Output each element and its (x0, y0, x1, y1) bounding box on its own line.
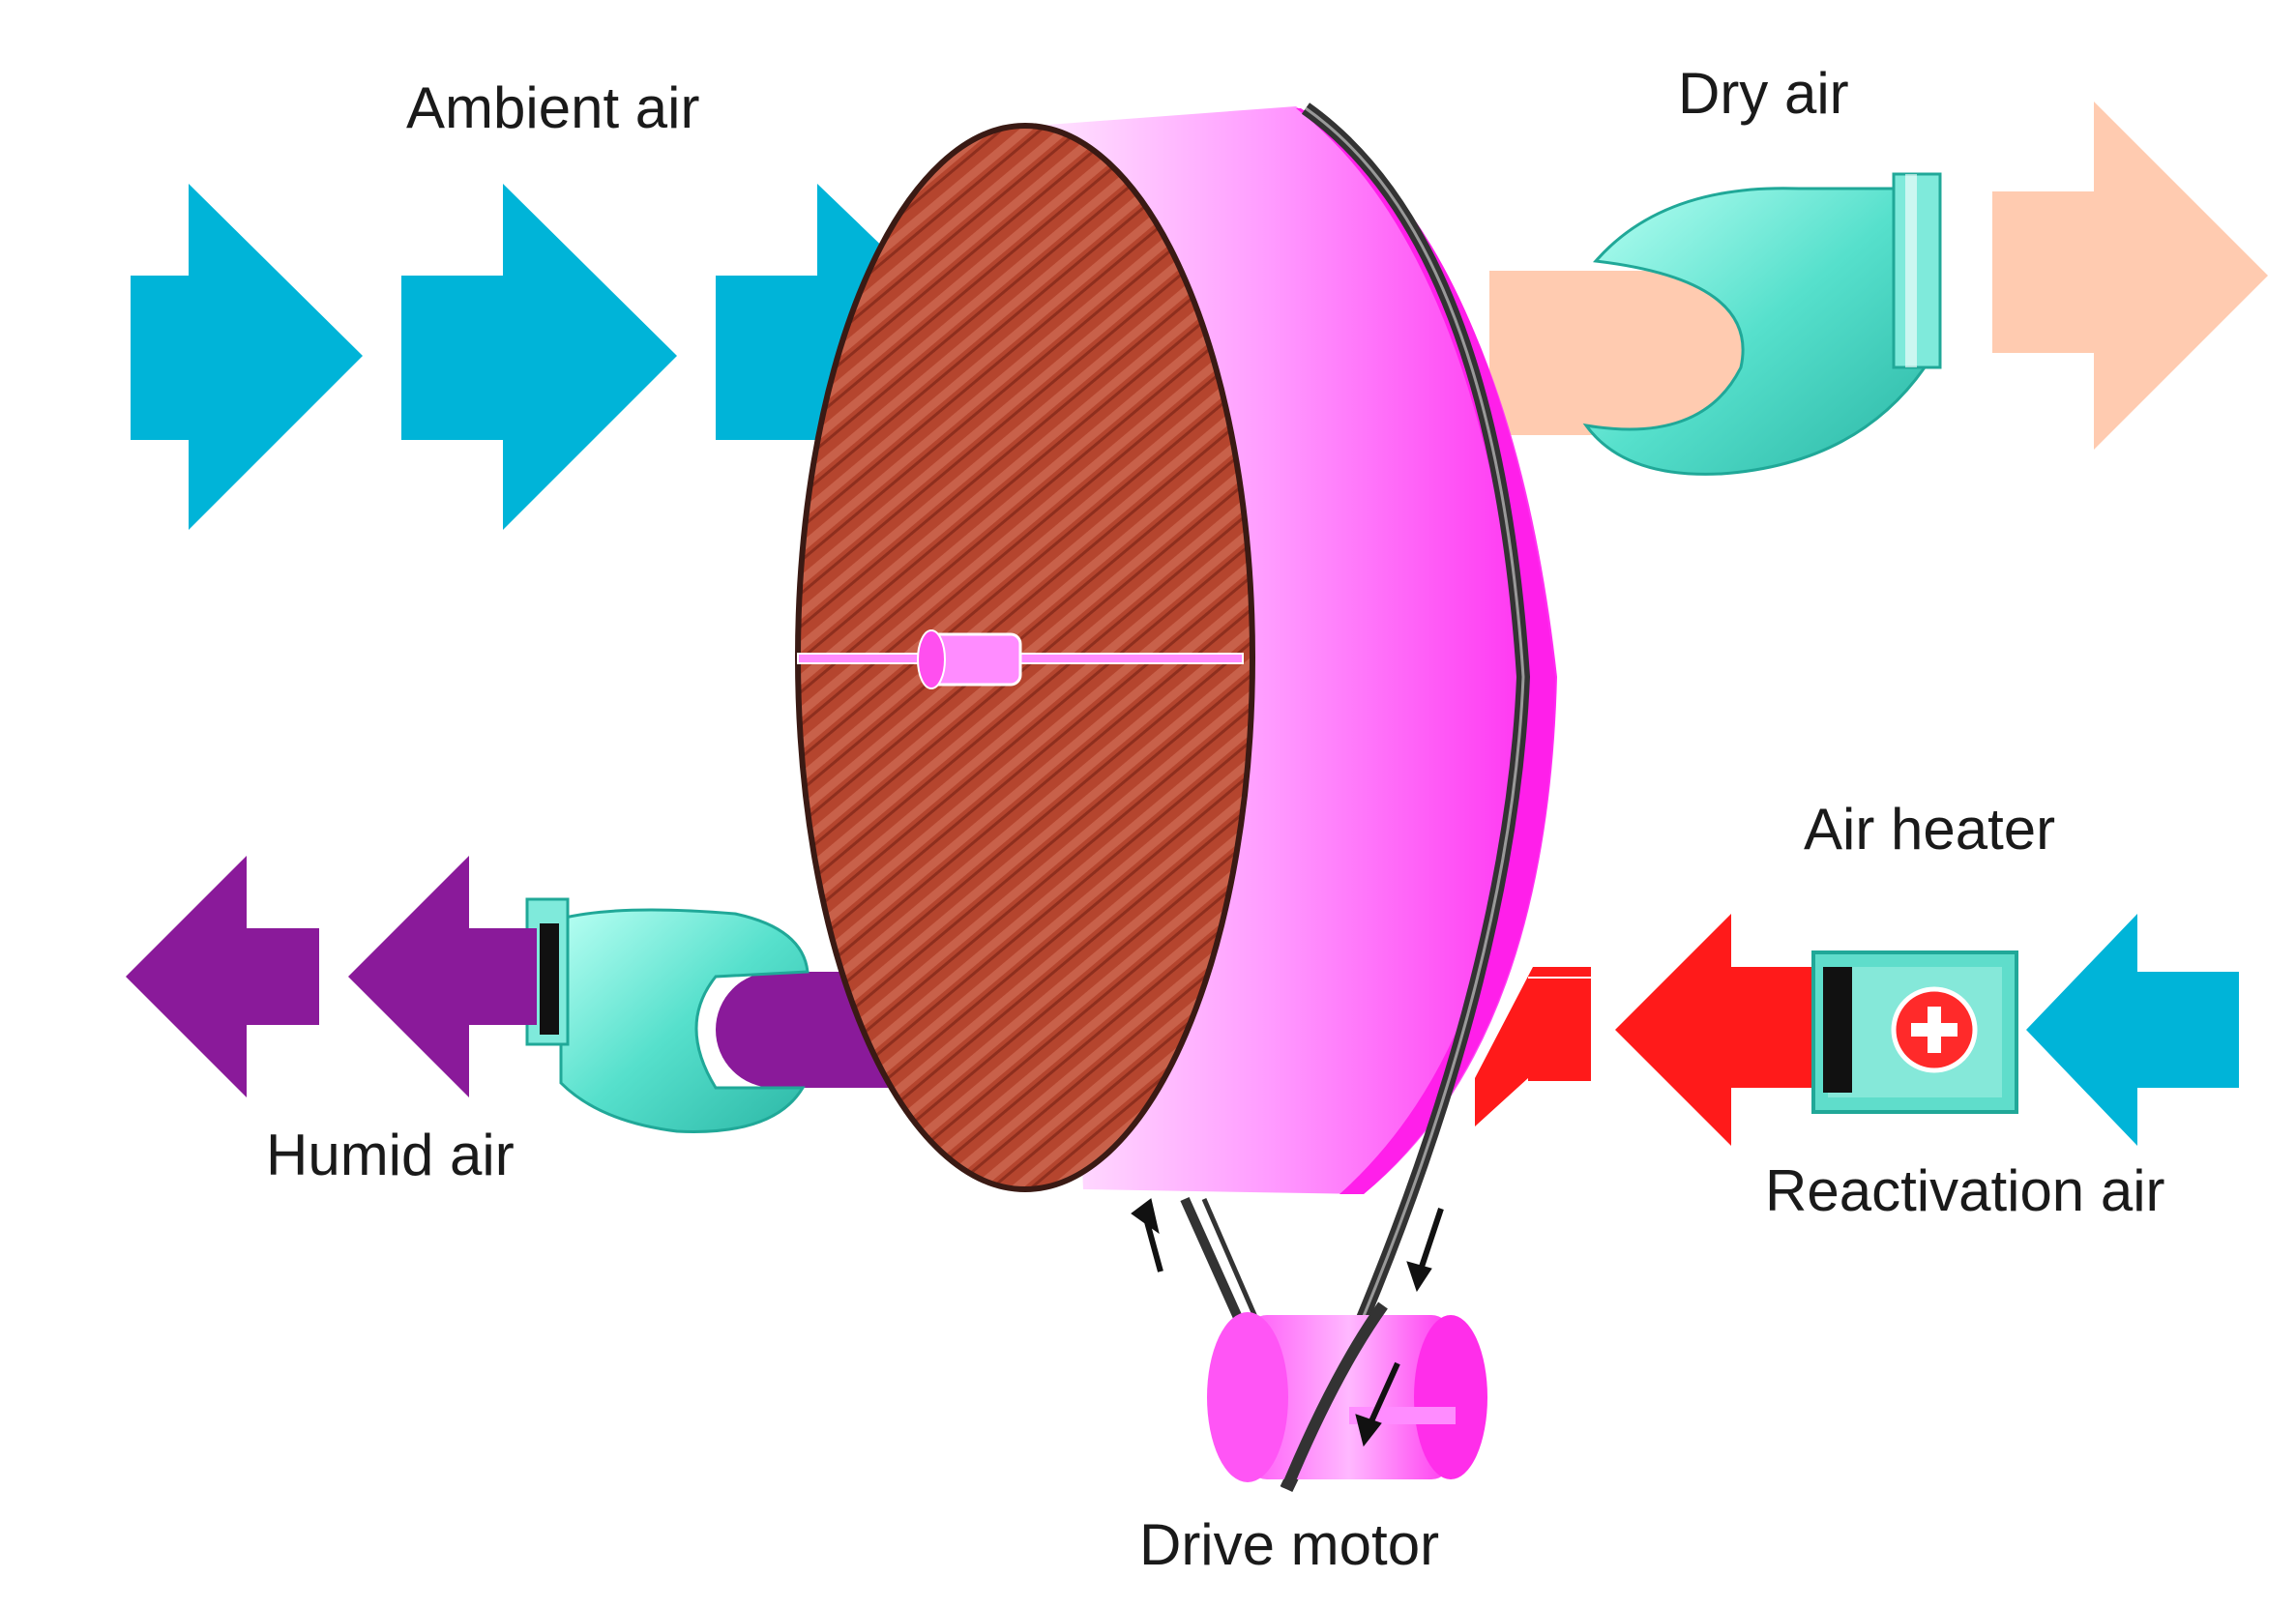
dry-air-arrow (1992, 102, 2268, 450)
humid-air-arrows (126, 856, 537, 1097)
wheel-band (1296, 108, 1555, 1194)
label-reactivation-air: Reactivation air (1765, 1158, 2165, 1223)
ambient-air-arrow-1 (131, 184, 363, 530)
label-ambient-air: Ambient air (406, 75, 699, 140)
label-air-heater: Air heater (1804, 797, 2055, 862)
heated-air-arrow-2 (1615, 914, 1818, 1146)
heater-plus-icon (1811, 950, 2018, 1114)
heated-air-arrows (1475, 914, 1818, 1146)
rotation-arrow-icon (1131, 1198, 1444, 1447)
humid-air-arrow-2 (348, 856, 537, 1097)
label-dry-air: Dry air (1678, 61, 1849, 126)
desiccant-wheel (795, 102, 1557, 1493)
reactivation-air-arrow (2026, 914, 2239, 1146)
ambient-air-arrow-2 (401, 184, 677, 530)
blower-fan-icon (1582, 172, 1942, 476)
wheel-hub (917, 629, 1022, 689)
drive-motor-icon (1180, 1196, 1487, 1492)
heated-air-arrow-1 (1475, 967, 1591, 1126)
label-humid-air: Humid air (266, 1123, 515, 1187)
humid-air-arrow-1 (126, 856, 319, 1097)
label-drive-motor: Drive motor (1139, 1512, 1439, 1577)
